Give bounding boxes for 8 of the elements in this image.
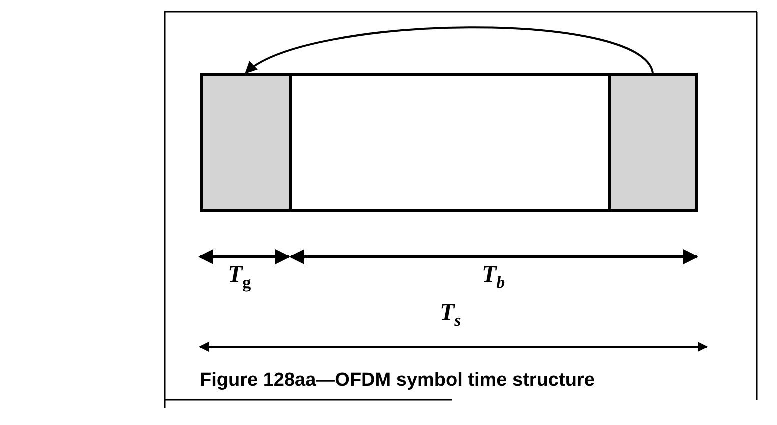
useful-symbol-block — [289, 73, 611, 212]
cyclic-copy-block — [608, 73, 698, 212]
figure-caption: Figure 128aa—OFDM symbol time structure — [200, 370, 595, 392]
curved-arrow — [245, 26, 654, 74]
duration-label: T$_{b}$ — [482, 262, 506, 293]
duration-label: T$_{s}$ — [440, 300, 462, 331]
duration-label: T$_{g}$ — [228, 262, 252, 293]
guard-interval-block — [200, 73, 292, 212]
